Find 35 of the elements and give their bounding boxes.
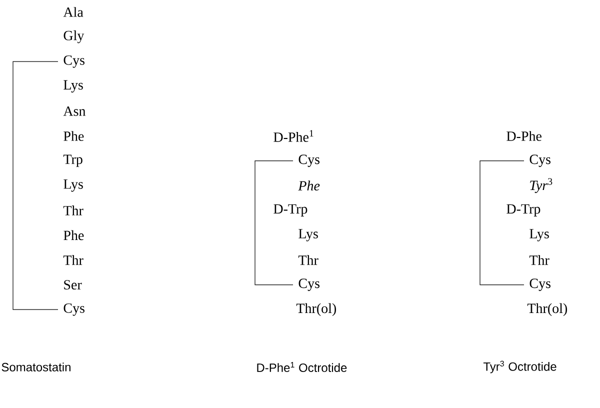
residue-label: Ser [64,280,82,290]
residue-label: Lys [298,229,318,242]
residue-label: Cys [530,154,550,167]
residue-label: D-Trp [506,204,540,216]
residue-label: Lys [64,80,83,92]
peptide-name: Tyr$^{3}$ Octrotide [483,360,556,374]
residue-label: D-Trp [274,204,308,216]
residue-label: Cys [298,154,320,167]
residue-label: Thr [298,255,318,265]
residue-label: Ala [63,7,84,17]
disulfide-bracket [12,61,58,310]
residue-label: Phe [64,230,84,240]
residue-label: Phe [64,131,84,141]
disulfide-bracket [480,160,524,286]
disulfide-bracket [254,160,294,286]
residue-label: Thr [529,255,550,265]
peptide-name: D-Phe$^{1}$ Octrotide [257,362,347,372]
residue-label: Lys [64,180,83,192]
residue-label: Tyr$^{3}$ [530,178,552,193]
residue-label: Thr [63,255,84,265]
residue-label: Lys [530,229,549,242]
residue-label: Cys [64,55,84,68]
residue-label: Asn [63,106,86,116]
peptide-name: Somatostatin [2,362,70,372]
residue-label: D-Phe$^{1}$ [274,130,314,142]
residue-label: Thr [63,206,84,216]
residue-label: Trp [63,154,82,167]
residue-label: Thr(ol) [296,303,336,316]
residue-label: Cys [530,278,550,291]
residue-label: Cys [64,303,84,316]
residue-label: Cys [298,278,320,291]
residue-label: Thr(ol) [527,303,568,316]
residue-label: D-Phe [506,131,542,141]
residue-label: Phe [298,180,320,191]
residue-label: Gly [64,30,84,44]
